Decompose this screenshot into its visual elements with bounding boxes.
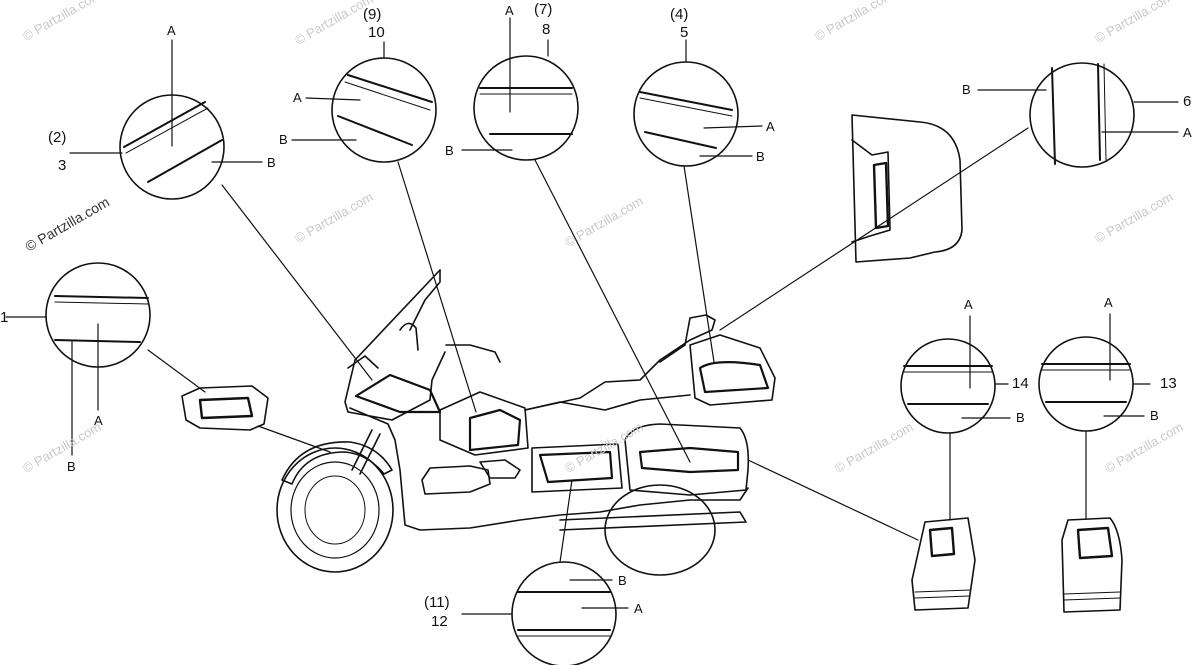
label-b-8: B bbox=[445, 143, 454, 158]
label-a-8: A bbox=[505, 3, 514, 18]
side-cover-14 bbox=[911, 517, 976, 611]
label-b-12: B bbox=[618, 573, 627, 588]
callout-circle-8 bbox=[473, 55, 579, 161]
label-b-10: B bbox=[279, 132, 288, 147]
label-a-1: A bbox=[94, 413, 103, 428]
top-box-piece bbox=[851, 114, 963, 263]
label-a-10: A bbox=[293, 90, 302, 105]
label-a-3: A bbox=[167, 23, 176, 38]
paren-label-11: (11) bbox=[424, 594, 450, 611]
label-a-12: A bbox=[634, 601, 643, 616]
paren-label-2: (2) bbox=[48, 129, 67, 146]
paren-label-4: (4) bbox=[670, 6, 689, 23]
part-label-8: 8 bbox=[542, 21, 551, 38]
paren-label-7: (7) bbox=[534, 1, 553, 18]
part-label-3: 3 bbox=[58, 157, 67, 174]
callout-circle-5 bbox=[633, 61, 739, 167]
label-b-13: B bbox=[1150, 408, 1159, 423]
part-label-5: 5 bbox=[680, 24, 689, 41]
fender-decal-piece bbox=[181, 385, 269, 431]
label-a-5: A bbox=[766, 119, 775, 134]
label-b-3: B bbox=[267, 155, 276, 170]
part-label-12: 12 bbox=[431, 613, 448, 630]
callout-circle-14 bbox=[900, 338, 996, 434]
leader-lines bbox=[147, 127, 1087, 563]
label-b-6: B bbox=[962, 82, 971, 97]
label-b-14: B bbox=[1016, 410, 1025, 425]
label-b-5: B bbox=[756, 149, 765, 164]
callout-circle-10 bbox=[331, 57, 437, 163]
part-label-14: 14 bbox=[1012, 375, 1029, 392]
part-label-13: 13 bbox=[1160, 375, 1177, 392]
part-label-6: 6 bbox=[1183, 93, 1192, 110]
part-label-10: 10 bbox=[368, 24, 385, 41]
side-cover-13 bbox=[1061, 517, 1123, 613]
callout-circle-12 bbox=[511, 561, 617, 665]
label-a-6: A bbox=[1183, 125, 1192, 140]
label-a-14: A bbox=[964, 297, 973, 312]
label-a-13: A bbox=[1104, 295, 1113, 310]
paren-label-9: (9) bbox=[363, 6, 382, 23]
part-label-1: 1 bbox=[0, 309, 9, 326]
callout-circle-6 bbox=[1029, 62, 1135, 168]
label-b-1: B bbox=[67, 459, 76, 474]
label-pointers bbox=[5, 17, 1179, 615]
callout-circle-13 bbox=[1038, 336, 1134, 432]
motorcycle-outline bbox=[276, 269, 776, 576]
